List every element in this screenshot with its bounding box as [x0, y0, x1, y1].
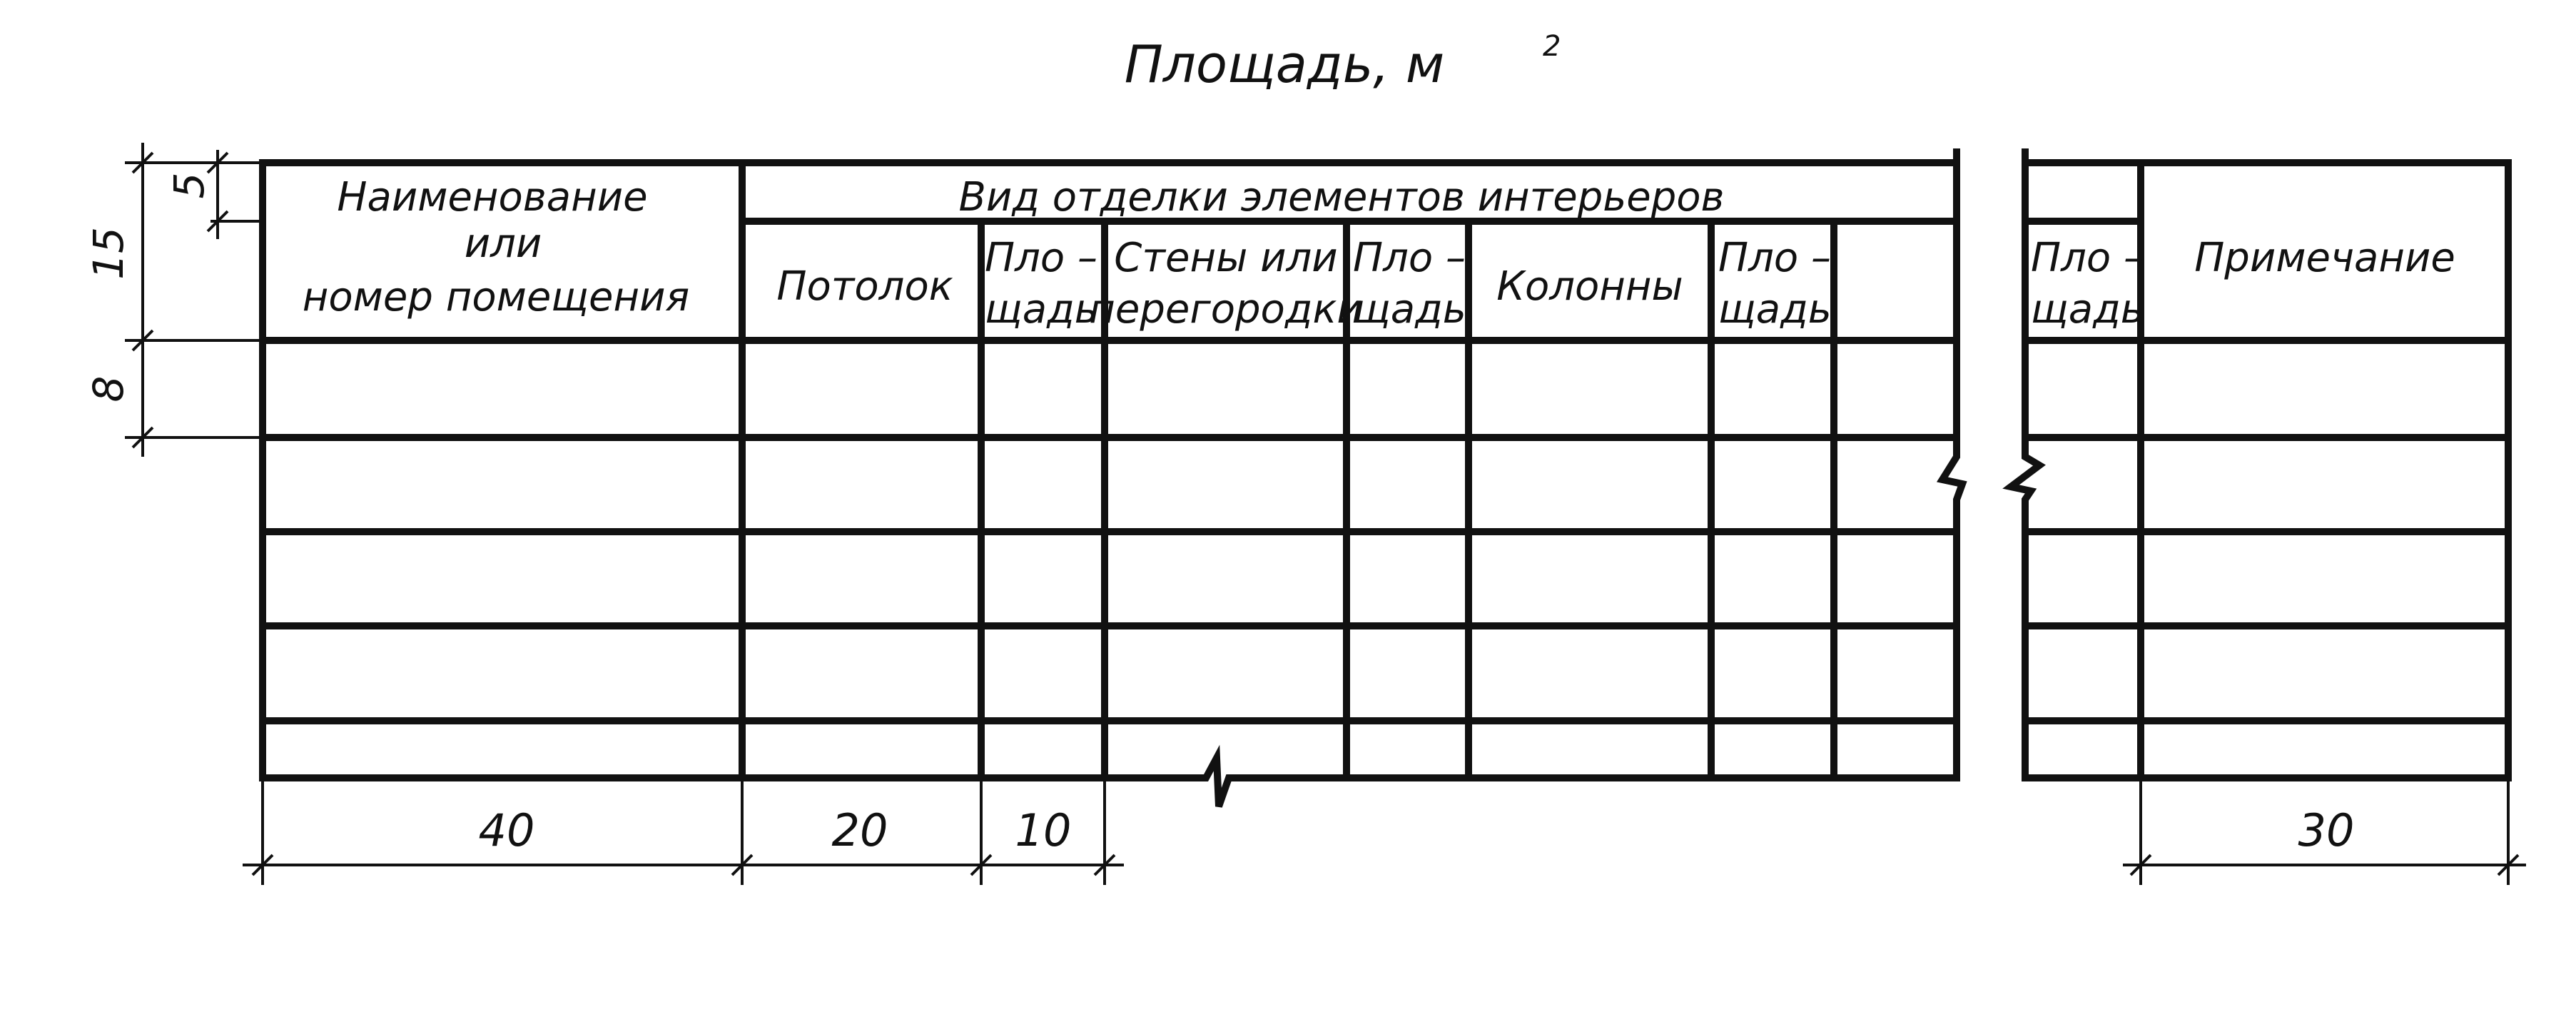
header-area-4-line1: Пло – — [2031, 235, 2144, 281]
title-superscript: 2 — [1543, 30, 1561, 63]
table-left-break — [2002, 148, 2046, 781]
dim-note-width: 30 — [2298, 804, 2355, 856]
header-walls-line2: перегородки — [1089, 286, 1363, 333]
table-bottom-border-break — [259, 744, 1960, 808]
header-group: Вид отделки элементов интерьеров — [958, 174, 1724, 221]
header-area-3-line2: щадь — [1718, 286, 1832, 333]
title: Площадь, м — [1125, 34, 1444, 94]
horizontal-dimension-labels: 40 20 10 30 — [479, 804, 2355, 856]
header-walls-line1: Стены или — [1114, 235, 1337, 281]
dim-area-width: 10 — [1015, 804, 1072, 856]
dim-name-width: 40 — [479, 804, 535, 856]
header-area-3-line1: Пло – — [1718, 235, 1831, 281]
vertical-dimensions — [125, 143, 261, 457]
header-area-1-line2: щадь — [985, 286, 1098, 333]
header-area-1-line1: Пло – — [985, 235, 1097, 281]
table-grid-left — [259, 148, 1967, 808]
table-grid-right — [2002, 148, 2512, 781]
dim-row-height: 8 — [84, 376, 133, 403]
header-columns: Колонны — [1496, 263, 1683, 310]
header-area-4-line2: щадь — [2031, 286, 2144, 333]
header-ceiling: Потолок — [776, 263, 953, 310]
horizontal-dimensions — [243, 781, 2526, 885]
header-name-line1: Наименование — [337, 174, 647, 221]
header-area-2-line2: щадь — [1353, 286, 1466, 333]
header-name-line2: или — [465, 221, 542, 267]
header-texts: Наименование или номер помещения Вид отд… — [303, 174, 2455, 333]
vertical-dimension-labels: 15 5 8 — [84, 173, 213, 403]
header-area-2-line1: Пло – — [1353, 235, 1466, 281]
dim-header-top: 5 — [165, 173, 213, 199]
header-note: Примечание — [2194, 235, 2455, 281]
dim-header-height: 15 — [84, 227, 133, 280]
dim-ceiling-width: 20 — [832, 804, 888, 856]
table-right-break — [1936, 148, 1967, 781]
header-name-line3: номер помещения — [303, 274, 689, 320]
